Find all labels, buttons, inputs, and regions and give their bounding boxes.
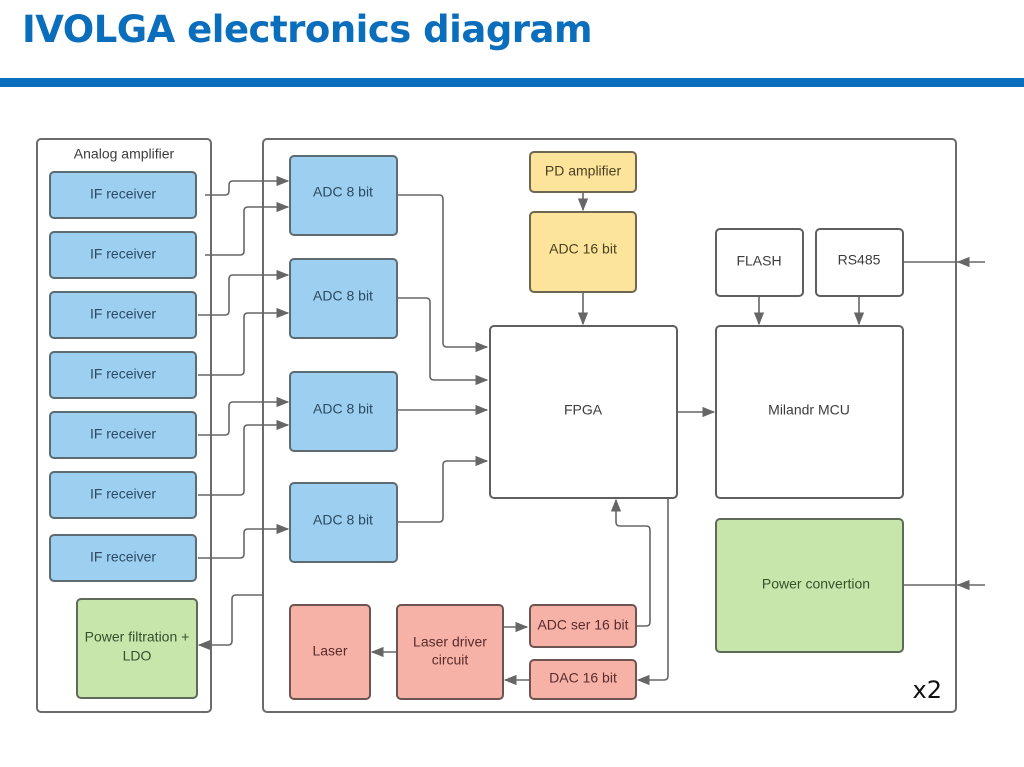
if-receiver-block [49, 534, 197, 582]
rs485-block [815, 228, 904, 297]
power-filtration-ldo-block [76, 598, 198, 699]
adc-16bit-label: ADC 16 bit [549, 241, 617, 257]
laser-driver-label-line1: Laser driver [413, 634, 487, 650]
if-receiver-label: IF receiver [90, 246, 156, 262]
if-receiver-label: IF receiver [90, 426, 156, 442]
milandr-mcu-block [715, 325, 904, 499]
wire-if7-adc4 [198, 523, 290, 559]
pd-amplifier-label: PD amplifier [545, 163, 622, 179]
adc-8bit-label: ADC 8 bit [313, 401, 373, 417]
if-receiver-label: IF receiver [90, 366, 156, 382]
fpga-block [489, 325, 678, 499]
rs485-label: RS485 [838, 252, 881, 268]
power-filtration-ldo-label-line2: LDO [123, 648, 152, 664]
wire-adc2-fpga [397, 297, 489, 386]
page-title: IVOLGA electronics diagram [22, 8, 593, 51]
laser-label: Laser [312, 643, 347, 659]
wire-adc1-fpga [397, 194, 489, 353]
board-multiplier-label: x2 [913, 676, 942, 704]
fpga-label: FPGA [564, 402, 603, 418]
wire-adcser-fpga [610, 498, 651, 627]
adc-8bit-block [289, 155, 398, 236]
if-receiver-label: IF receiver [90, 486, 156, 502]
adc-ser-16bit-label: ADC ser 16 bit [537, 617, 628, 633]
laser-driver-block [396, 604, 504, 700]
wire-adc4-fpga [397, 455, 489, 523]
if-receiver-label: IF receiver [90, 306, 156, 322]
if-receiver-block [49, 291, 197, 339]
if-receiver-list: IF receiver IF receiver IF receiver IF r… [49, 171, 197, 582]
dac-16bit-block [529, 659, 637, 700]
analog-amplifier-frame [36, 138, 212, 713]
adc-8bit-label: ADC 8 bit [313, 512, 373, 528]
title-divider [0, 78, 1024, 87]
if-receiver-label: IF receiver [90, 549, 156, 565]
milandr-mcu-label: Milandr MCU [768, 402, 850, 418]
wire-power-ldo [197, 594, 263, 651]
laser-block [289, 604, 371, 700]
adc-8bit-label: ADC 8 bit [313, 184, 373, 200]
power-filtration-ldo-label-line1: Power filtration + [85, 629, 190, 645]
wire-if1-adc1 [205, 175, 290, 196]
flash-block [715, 228, 804, 297]
power-conversion-label: Power convertion [762, 576, 870, 592]
adc-16bit-block [529, 211, 637, 293]
if-receiver-block [49, 411, 197, 459]
dac-16bit-label: DAC 16 bit [549, 670, 617, 686]
adc-8bit-block [289, 482, 398, 563]
power-conversion-block [715, 518, 904, 653]
pd-amplifier-block [529, 151, 637, 193]
if-receiver-block [49, 351, 197, 399]
adc-8bit-label: ADC 8 bit [313, 288, 373, 304]
adc-8bit-block [289, 258, 398, 339]
wire-if5-adc3 [198, 396, 290, 436]
if-receiver-block [49, 231, 197, 279]
analog-amplifier-label: Analog amplifier [74, 146, 175, 162]
wire-if4-adc2 [198, 307, 290, 376]
adc-ser-16bit-block [529, 604, 637, 648]
wire-if6-adc3 [198, 419, 290, 496]
wire-if2-adc1 [205, 201, 290, 256]
flash-label: FLASH [736, 253, 781, 269]
adc8-list: ADC 8 bit ADC 8 bit ADC 8 bit ADC 8 bit [289, 155, 398, 563]
if-receiver-block [49, 171, 197, 219]
wire-if3-adc2 [198, 269, 290, 316]
if-receiver-block [49, 471, 197, 519]
adc-8bit-block [289, 371, 398, 452]
wire-fpga-dac [636, 499, 669, 686]
if-receiver-label: IF receiver [90, 186, 156, 202]
laser-driver-label-line2: circuit [432, 652, 469, 668]
